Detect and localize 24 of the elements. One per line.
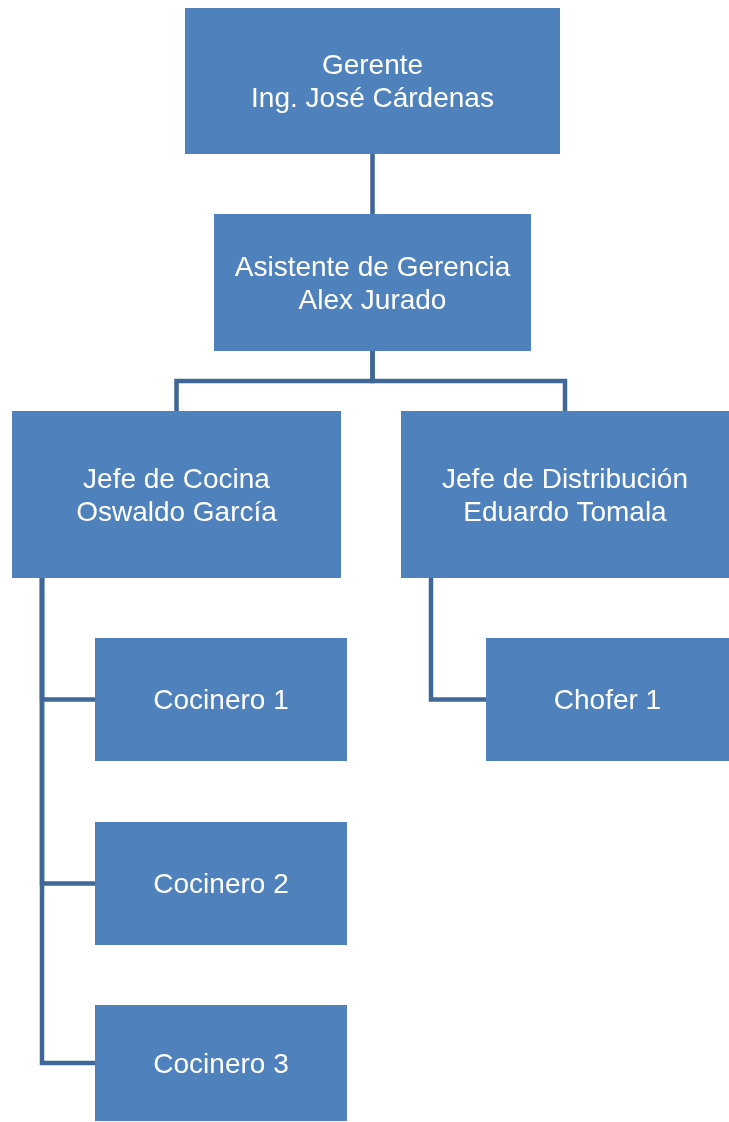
person-name: Oswaldo García: [76, 494, 277, 528]
role-title: Chofer 1: [553, 683, 662, 716]
person-name: Ing. José Cárdenas: [251, 81, 494, 114]
role-title: Jefe de Cocina: [83, 461, 270, 495]
role-title: Cocinero 1: [153, 683, 289, 716]
org-chart-box: [95, 1005, 347, 1121]
connector-line: [370, 351, 568, 411]
connector-line: [39, 578, 95, 1066]
connector-line: [370, 154, 375, 214]
org-chart-box: [95, 822, 347, 945]
connector-line: [428, 578, 486, 702]
person-name: Eduardo Tomala: [463, 494, 667, 528]
org-chart-box: [185, 8, 560, 154]
role-title: Cocinero 2: [153, 867, 289, 900]
role-title: Gerente: [321, 48, 424, 81]
person-name: Alex Jurado: [298, 282, 447, 316]
org-chart-box: [12, 411, 341, 578]
org-chart-box: [486, 638, 729, 761]
role-title: Jefe de Distribución: [442, 461, 688, 495]
org-chart-box: [95, 638, 347, 761]
role-title: Asistente de Gerencia: [234, 249, 511, 283]
org-chart-box: [401, 411, 729, 578]
role-title: Cocinero 3: [153, 1046, 289, 1080]
org-chart-box: [214, 214, 531, 351]
